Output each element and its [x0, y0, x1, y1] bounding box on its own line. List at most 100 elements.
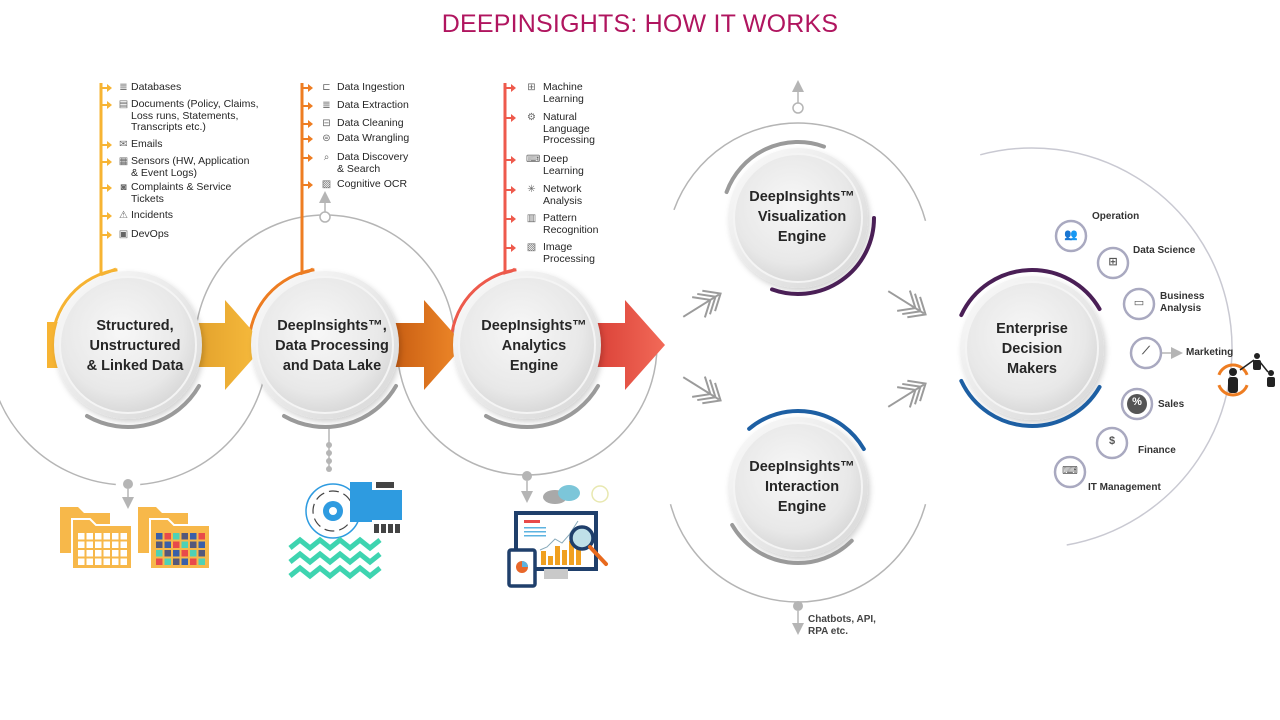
list-item: Incidents	[131, 209, 174, 222]
list-arrow	[511, 186, 516, 194]
folder-grid-cell	[95, 541, 102, 548]
list-item-text: & Event Logs)	[131, 166, 197, 179]
folder-grid-cell	[181, 541, 188, 548]
list-arrow	[308, 135, 313, 143]
percent-badge-icon: %	[1132, 396, 1142, 408]
note-line: Chatbots, API,	[808, 614, 876, 625]
stage-label-analytics-line: DeepInsights™	[481, 318, 587, 334]
decision-makers-label-line: Makers	[1007, 361, 1057, 377]
list-item: Data Discovery& Search	[337, 151, 408, 175]
list-item-text: Learning	[543, 92, 584, 105]
visualization-engine-label-line: DeepInsights™	[749, 189, 855, 205]
person-body	[1228, 377, 1238, 393]
folder-grid-cell	[173, 533, 180, 540]
folder-grid-cell	[120, 533, 127, 540]
connector-dot	[326, 458, 332, 464]
folder-grid-cell	[173, 550, 180, 557]
folder-grid-cell	[103, 558, 110, 565]
list-arrow	[511, 114, 516, 122]
flow-chevrons-up	[682, 289, 722, 318]
folder-grid-cell	[190, 550, 197, 557]
department-orbit	[980, 147, 1233, 546]
disc-shadow-arc	[730, 523, 854, 565]
list-item-text: Language	[543, 122, 590, 135]
money-icon: $	[1108, 435, 1116, 447]
list-item-text: Data Extraction	[337, 99, 409, 111]
people-network-icon	[1217, 353, 1275, 397]
department-operation	[1054, 219, 1088, 253]
discovery-search-icon: ⌕	[323, 152, 330, 163]
list-item: DevOps	[131, 228, 169, 241]
sales-badge-fill	[1127, 394, 1147, 414]
list-item: Data Cleaning	[337, 117, 404, 130]
chart-bar	[548, 556, 553, 565]
folder-grid-cell	[198, 558, 205, 565]
sensor-chip-icon: ▦	[118, 156, 129, 167]
ingestion-icon: ⊏	[322, 82, 331, 93]
image-processing-icon: ▧	[526, 242, 537, 253]
folder-grid-cell	[120, 558, 127, 565]
folder-grid-cell	[173, 541, 180, 548]
stage-disc-analytics	[453, 271, 601, 419]
department-badge	[1054, 219, 1088, 253]
stage-label-sources-line: Structured,	[96, 318, 174, 334]
department-sales	[1120, 387, 1154, 421]
list-arrow	[107, 101, 112, 109]
department-it-management	[1053, 455, 1087, 489]
department-label: Operation	[1092, 211, 1139, 223]
folder-grid-cell	[164, 550, 171, 557]
list-item-text: Deep	[543, 153, 569, 165]
list-arrow	[308, 120, 313, 128]
department-label: IT Management	[1088, 482, 1161, 494]
engine-loop	[673, 122, 927, 222]
list-item-text: Processing	[543, 252, 595, 265]
monitor-heading	[524, 520, 540, 523]
folder-grid-cell	[173, 558, 180, 565]
department-label-line: Data Science	[1133, 245, 1196, 256]
interaction-accent-arc	[747, 409, 866, 451]
ticket-icon: ◙	[120, 182, 127, 193]
stage-label-sources-line: Unstructured	[89, 338, 181, 354]
list-arrow	[107, 141, 112, 149]
department-marketing	[1129, 336, 1163, 370]
stage-label-sources-line: & Linked Data	[86, 358, 184, 374]
connector-node	[792, 102, 804, 114]
folder-grid-cell	[86, 541, 93, 548]
folder-grid-cell	[156, 558, 163, 565]
list-item: Emails	[131, 138, 163, 151]
wrangling-icon: ⊜	[322, 133, 331, 144]
list-item-text: Processing	[543, 134, 595, 146]
stage-arrow-2	[392, 300, 464, 390]
folder-grid-cell	[95, 550, 102, 557]
stage-label-processing-line: and Data Lake	[282, 358, 382, 374]
folder-grid-cell	[112, 558, 119, 565]
connector-dot	[326, 450, 332, 456]
department-label-line: Operation	[1092, 211, 1140, 222]
folder-table-icon	[60, 507, 133, 570]
folder-grid-cell	[112, 541, 119, 548]
stage-disc-sources	[54, 271, 202, 419]
cycle-arc	[1217, 363, 1249, 376]
list-item-text: Tickets	[131, 192, 164, 205]
monitor-text-line	[524, 531, 546, 533]
folder-grid-cell	[120, 541, 127, 548]
team-icon: 👥	[1064, 229, 1078, 241]
trend-line-icon: ⟋	[1142, 345, 1150, 357]
folder-grid-cell	[190, 533, 197, 540]
folder-grid-cell	[181, 550, 188, 557]
list-item-text: Documents (Policy, Claims,	[131, 98, 259, 110]
list-item-text: Incidents	[131, 209, 174, 221]
building-base	[388, 524, 393, 533]
list-item: Data Wrangling	[337, 132, 409, 145]
monitor-text-line	[524, 527, 546, 529]
list-item: Data Ingestion	[337, 81, 405, 94]
folder-grid-cell	[181, 533, 188, 540]
magnifier-handle	[588, 545, 608, 566]
